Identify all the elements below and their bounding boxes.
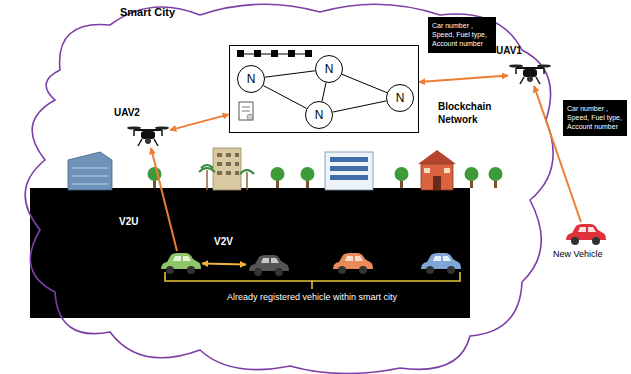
data-packet-box: Car number , Speed, Fuel type, Account n… bbox=[428, 17, 496, 53]
orange-car bbox=[333, 253, 373, 274]
vehicle bbox=[158, 251, 202, 275]
blue-car bbox=[421, 253, 461, 274]
link-label: V2V bbox=[212, 236, 235, 248]
network-heading: Blockchain Network bbox=[438, 101, 502, 126]
network-link bbox=[333, 101, 387, 112]
region-title: Smart City bbox=[120, 6, 175, 19]
network-link bbox=[265, 71, 315, 77]
network-node: N bbox=[386, 84, 414, 112]
drone-icon bbox=[508, 62, 552, 86]
network-node: N bbox=[305, 101, 333, 129]
block-chain-icon bbox=[237, 50, 312, 57]
vehicle: New Vehicle bbox=[563, 222, 607, 246]
uav-drone: UAV2 bbox=[126, 124, 170, 148]
car-icon bbox=[563, 222, 607, 246]
ledger-document-icon bbox=[239, 102, 253, 120]
trees bbox=[148, 167, 503, 188]
blockchain-box: Blockchain NetworkNNNN bbox=[229, 45, 419, 133]
city-skyline bbox=[68, 148, 456, 190]
road-band bbox=[30, 188, 470, 318]
vehicle bbox=[246, 253, 290, 277]
packet-text: Car number , Speed, Fuel type, Account n… bbox=[567, 104, 623, 131]
cloud-fill bbox=[25, 4, 553, 373]
network-link bbox=[322, 83, 326, 102]
car-icon bbox=[158, 251, 202, 275]
arrow-connector bbox=[202, 264, 246, 265]
arrow-connector bbox=[170, 114, 229, 130]
node-letter: N bbox=[325, 63, 334, 75]
node-letter: N bbox=[315, 109, 324, 121]
uav-drone: UAV1 bbox=[508, 62, 552, 86]
uav-label: UAV1 bbox=[496, 45, 522, 56]
data-packet-box: Car number , Speed, Fuel type, Account n… bbox=[563, 100, 627, 136]
blockchain-ground bbox=[229, 45, 419, 133]
vehicle-bracket bbox=[165, 272, 460, 289]
arrow-connector bbox=[419, 76, 508, 83]
network-node: N bbox=[315, 55, 343, 83]
cloud-outline bbox=[25, 4, 553, 373]
node-letter: N bbox=[247, 73, 256, 85]
uav-label: UAV2 bbox=[114, 107, 140, 118]
network-link bbox=[263, 86, 306, 109]
network-node: N bbox=[237, 65, 265, 93]
arrow-connector bbox=[151, 148, 177, 251]
packet-text: Car number , Speed, Fuel type, Account n… bbox=[432, 21, 492, 48]
drone-icon bbox=[126, 124, 170, 148]
group-label: Already registered vehicle within smart … bbox=[227, 292, 397, 302]
link-label: V2U bbox=[117, 216, 140, 228]
vehicle-label: New Vehicle bbox=[553, 250, 603, 260]
node-letter: N bbox=[396, 92, 405, 104]
network-link bbox=[342, 74, 387, 92]
car-icon bbox=[246, 253, 290, 277]
